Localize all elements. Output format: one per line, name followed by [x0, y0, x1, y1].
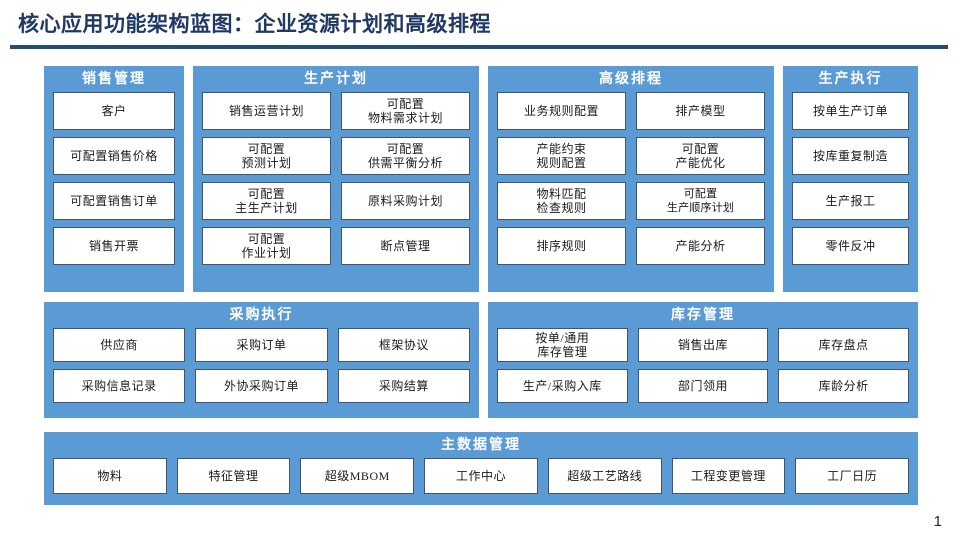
module-box[interactable]: 按单生产订单 — [792, 92, 909, 130]
panel-items-production-planning: 销售运营计划 可配置 物料需求计划 可配置 预测计划 可配置 供需平衡分析 可配… — [193, 92, 479, 292]
module-box[interactable]: 物料匹配 检查规则 — [497, 182, 626, 220]
module-box[interactable]: 工作中心 — [424, 458, 538, 494]
module-box[interactable]: 按单/通用 库存管理 — [497, 328, 628, 362]
panel-title-purchase-execution: 采购执行 — [229, 308, 294, 323]
panel-items-sales-management: 客户 可配置销售价格 可配置销售订单 销售开票 — [44, 92, 184, 292]
module-box[interactable]: 可配置销售订单 — [53, 182, 175, 220]
module-box[interactable]: 可配置销售价格 — [53, 137, 175, 175]
panel-production-execution: 生产执行 按单生产订单 按库重复制造 生产报工 零件反冲 — [783, 66, 918, 292]
panel-items-inventory-management: 按单/通用 库存管理 销售出库 库存盘点 生产/采购入库 部门领用 库龄分析 — [488, 328, 918, 418]
panel-items-advanced-planning-scheduling: 业务规则配置 排产模型 产能约束 规则配置 可配置 产能优化 物料匹配 检查规则… — [488, 92, 774, 292]
panel-inventory-management: 库存管理 按单/通用 库存管理 销售出库 库存盘点 生产/采购入库 部门领用 库… — [488, 302, 918, 418]
panel-items-master-data-management: 物料 特征管理 超级MBOM 工作中心 超级工艺路线 工程变更管理 工厂日历 — [44, 458, 918, 505]
module-box[interactable]: 断点管理 — [341, 227, 470, 265]
panel-items-production-execution: 按单生产订单 按库重复制造 生产报工 零件反冲 — [783, 92, 918, 292]
module-box[interactable]: 可配置 供需平衡分析 — [341, 137, 470, 175]
module-box[interactable]: 销售运营计划 — [202, 92, 331, 130]
module-box[interactable]: 外协采购订单 — [195, 369, 328, 403]
panel-title-production-planning: 生产计划 — [304, 72, 368, 87]
module-box[interactable]: 零件反冲 — [792, 227, 909, 265]
panel-advanced-planning-scheduling: 高级排程 业务规则配置 排产模型 产能约束 规则配置 可配置 产能优化 物料匹配… — [488, 66, 774, 292]
module-box[interactable]: 供应商 — [53, 328, 186, 362]
panel-production-planning: 生产计划 销售运营计划 可配置 物料需求计划 可配置 预测计划 可配置 供需平衡… — [193, 66, 479, 292]
module-box[interactable]: 产能分析 — [636, 227, 765, 265]
panel-purchase-execution: 采购执行 供应商 采购订单 框架协议 采购信息记录 外协采购订单 采购结算 — [44, 302, 479, 418]
panel-title-inventory-management: 库存管理 — [671, 308, 735, 323]
page-title: 核心应用功能架构蓝图：企业资源计划和高级排程 — [18, 13, 491, 36]
module-box[interactable]: 排序规则 — [497, 227, 626, 265]
module-box[interactable]: 超级MBOM — [300, 458, 415, 494]
module-box[interactable]: 特征管理 — [176, 458, 291, 494]
module-box[interactable]: 可配置 生产顺序计划 — [636, 182, 765, 220]
module-box[interactable]: 超级工艺路线 — [547, 458, 662, 494]
module-box[interactable]: 生产报工 — [792, 182, 909, 220]
module-box[interactable]: 客户 — [53, 92, 175, 130]
module-box[interactable]: 工程变更管理 — [671, 458, 786, 494]
module-box[interactable]: 库龄分析 — [778, 369, 909, 403]
module-box[interactable]: 按库重复制造 — [792, 137, 909, 175]
module-box[interactable]: 采购订单 — [195, 328, 328, 362]
module-box[interactable]: 库存盘点 — [778, 328, 909, 362]
module-box[interactable]: 销售开票 — [53, 227, 175, 265]
module-box[interactable]: 产能约束 规则配置 — [497, 137, 626, 175]
module-box[interactable]: 原料采购计划 — [341, 182, 470, 220]
module-box[interactable]: 业务规则配置 — [497, 92, 626, 130]
panel-title-master-data-management: 主数据管理 — [441, 438, 521, 453]
module-box[interactable]: 可配置 物料需求计划 — [341, 92, 470, 130]
panel-title-production-execution: 生产执行 — [818, 72, 883, 87]
module-box[interactable]: 可配置 主生产计划 — [202, 182, 331, 220]
title-underline-rule — [10, 45, 948, 49]
module-box[interactable]: 部门领用 — [637, 369, 769, 403]
module-box[interactable]: 可配置 预测计划 — [202, 137, 331, 175]
module-box[interactable]: 销售出库 — [637, 328, 769, 362]
panel-sales-management: 销售管理 客户 可配置销售价格 可配置销售订单 销售开票 — [44, 66, 184, 292]
module-box[interactable]: 物料 — [53, 458, 167, 494]
panel-items-purchase-execution: 供应商 采购订单 框架协议 采购信息记录 外协采购订单 采购结算 — [44, 328, 479, 418]
module-box[interactable]: 采购信息记录 — [53, 369, 186, 403]
module-box[interactable]: 框架协议 — [337, 328, 470, 362]
panel-title-advanced-planning-scheduling: 高级排程 — [599, 72, 663, 87]
module-box[interactable]: 排产模型 — [636, 92, 765, 130]
module-box[interactable]: 采购结算 — [337, 369, 470, 403]
panel-title-sales-management: 销售管理 — [82, 72, 146, 87]
module-box[interactable]: 可配置 产能优化 — [636, 137, 765, 175]
module-box[interactable]: 可配置 作业计划 — [202, 227, 331, 265]
panel-master-data-management: 主数据管理 物料 特征管理 超级MBOM 工作中心 超级工艺路线 工程变更管理 … — [44, 432, 918, 505]
module-box[interactable]: 工厂日历 — [795, 458, 909, 494]
page-number: 1 — [933, 513, 942, 530]
module-box[interactable]: 生产/采购入库 — [497, 369, 628, 403]
